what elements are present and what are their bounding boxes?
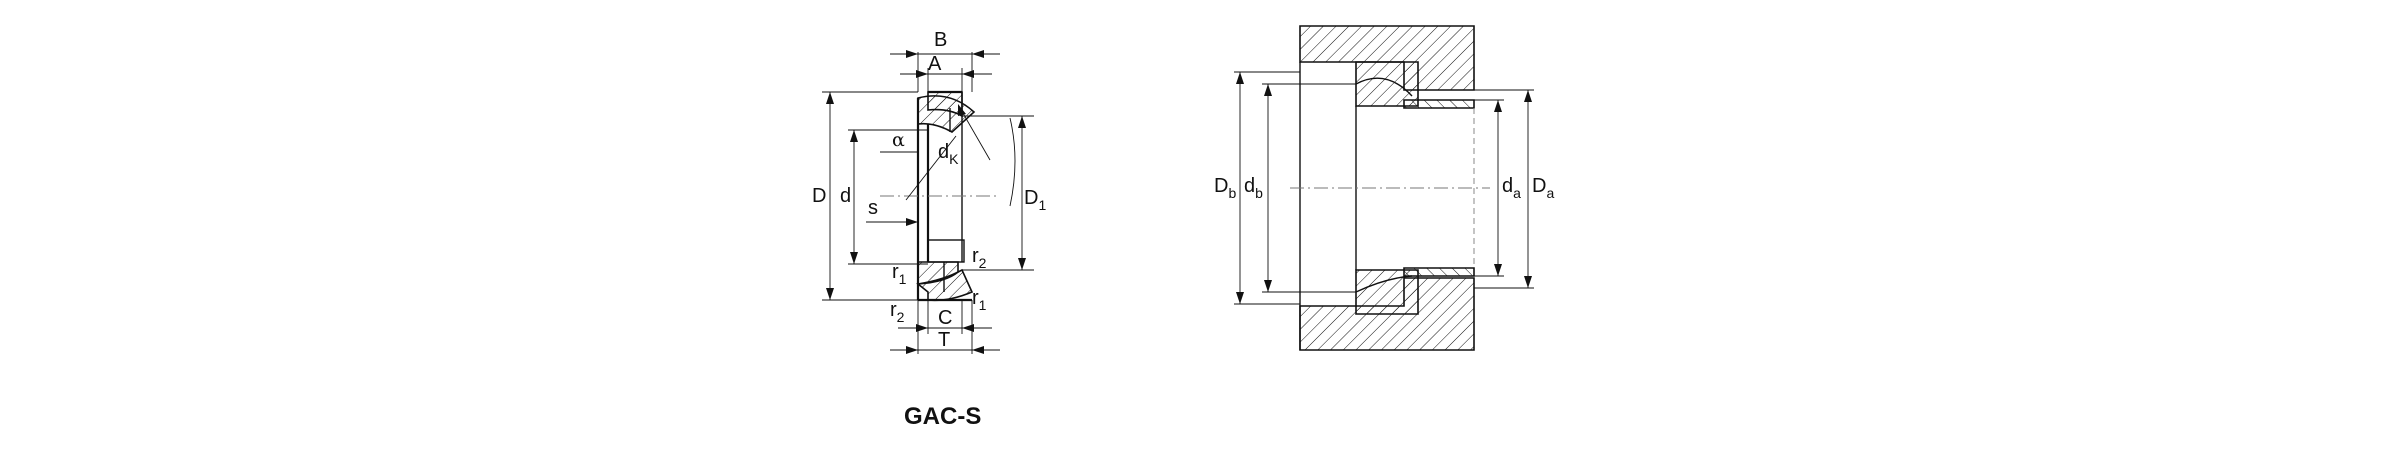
label-alpha: α [892,129,905,151]
label-da: da [1502,175,1521,201]
inner-ring-top [917,95,976,133]
bearing-section-view: B A D d α dK s [812,29,1046,430]
caption-gac-s: GAC-S [904,403,981,430]
label-D1: D1 [1024,187,1046,213]
label-Db: Db [1214,175,1236,201]
label-T: T [938,329,950,351]
label-r1-bottom: r1 [972,287,987,313]
label-B: B [934,29,947,51]
bearing-top [1355,61,1419,107]
bearing-bottom [1355,269,1419,315]
label-r1-left: r1 [892,261,907,287]
label-Da: Da [1532,175,1554,201]
label-r2-bottom: r2 [890,299,905,325]
label-s: s [868,197,878,219]
label-dK: dK [938,141,959,167]
label-D: D [812,185,826,207]
label-A: A [928,53,942,75]
label-db: db [1244,175,1263,201]
label-r2-right: r2 [972,245,987,271]
label-C: C [938,307,952,329]
mounting-view: Db db da Da [1214,25,1554,351]
label-d: d [840,185,851,207]
